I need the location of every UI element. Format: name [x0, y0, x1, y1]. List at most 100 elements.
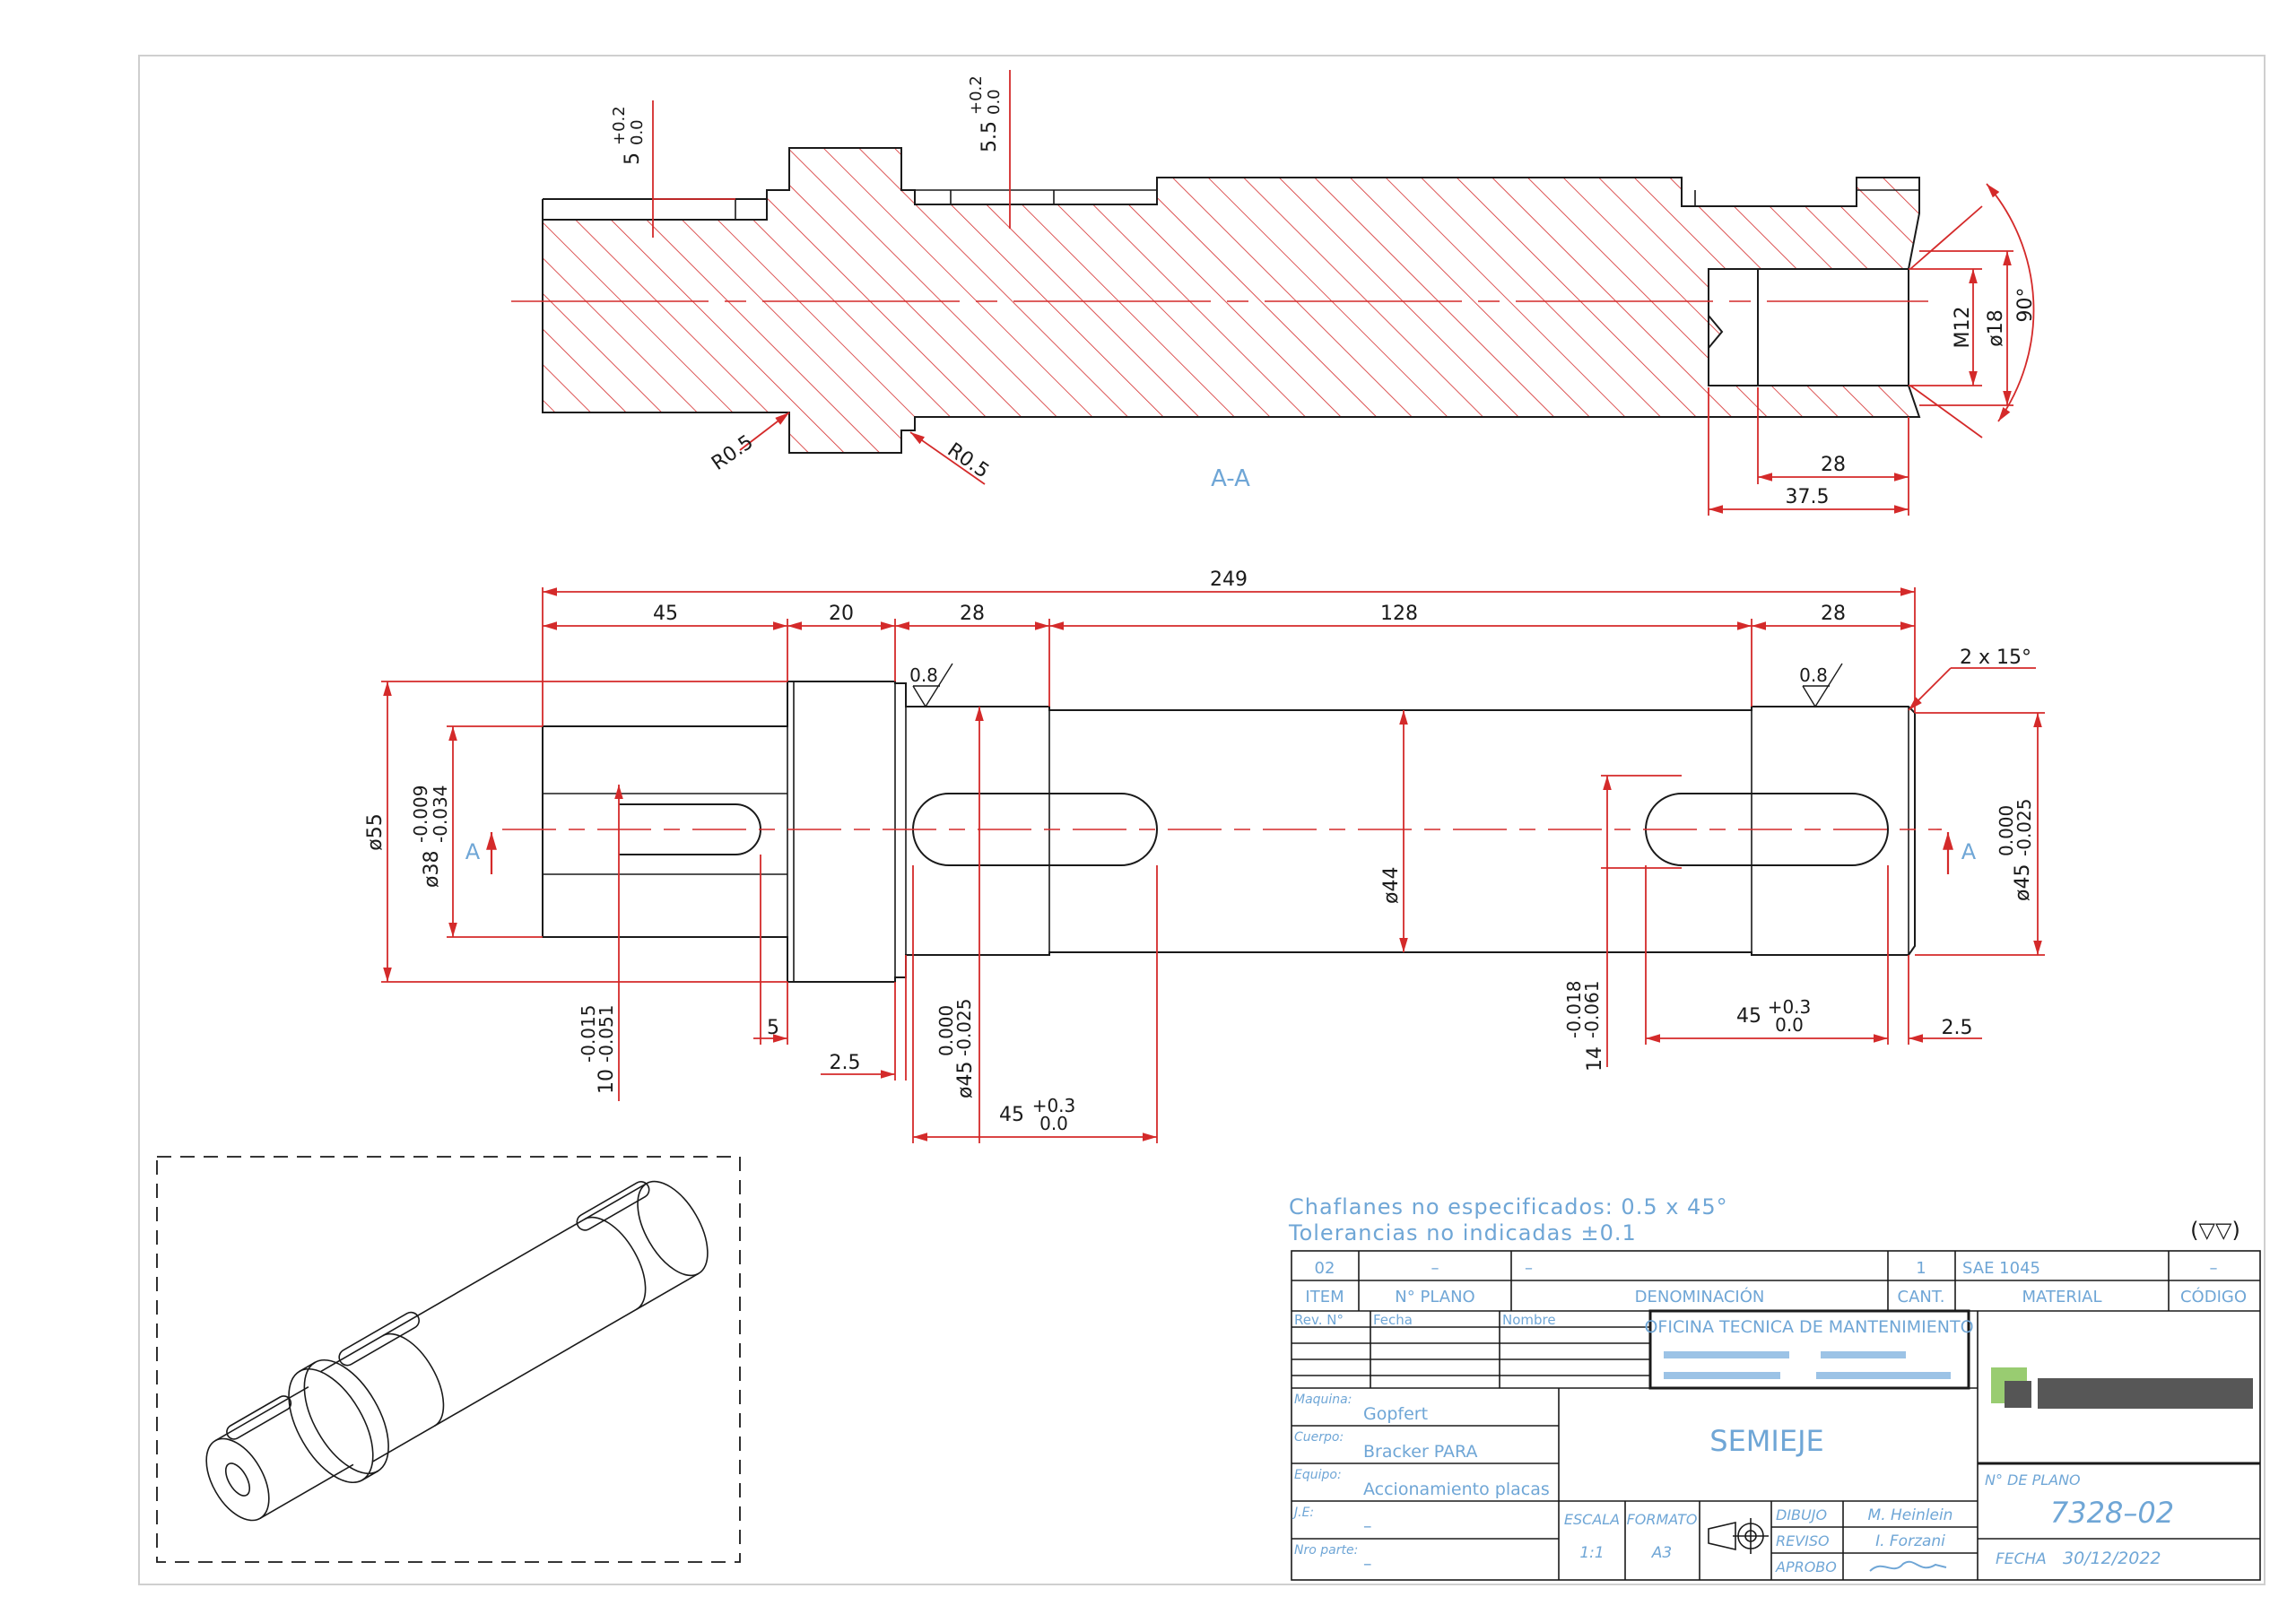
- note-chamfers: Chaflanes no especificados: 0.5 x 45°: [1289, 1194, 1728, 1219]
- tb-plano-value: –: [1431, 1259, 1439, 1278]
- svg-text:-0.061: -0.061: [1581, 981, 1603, 1038]
- dim-2-5-right: 2.5: [1942, 1017, 1973, 1039]
- dim-128: 128: [1380, 603, 1418, 625]
- svg-text:ø45: ø45: [954, 1062, 977, 1098]
- tb-reviso-label: REVISO: [1776, 1532, 1830, 1549]
- title-block: [1291, 1250, 2261, 1581]
- section-dim-37-5: 37.5: [1786, 486, 1830, 508]
- section-mark-right: A: [1961, 839, 1977, 864]
- slot-length-left-tol-up: +0.3: [1032, 1095, 1076, 1116]
- section-hatch: [542, 147, 1921, 454]
- section-thread-label: M12: [1952, 307, 1974, 349]
- dia-55: ø55: [364, 813, 387, 850]
- keyway-mid: [912, 793, 1158, 866]
- dia-45-left-tol-lo: -0.025: [953, 999, 975, 1056]
- tb-item-header: ITEM: [1305, 1288, 1344, 1306]
- tb-redacted-address: [1664, 1351, 1951, 1379]
- svg-text:+0.2: +0.2: [967, 75, 986, 115]
- surface-finish-symbol: (▽▽): [2190, 1218, 2240, 1243]
- svg-text:ø45: ø45: [2012, 864, 2034, 901]
- tb-plano-num-label: N° DE PLANO: [1985, 1471, 2081, 1488]
- dia-45-right-tol-up: 0.000: [1996, 805, 2017, 856]
- svg-text:-0.025: -0.025: [2013, 799, 2035, 856]
- section-radius-right: R0.5: [944, 438, 994, 482]
- tb-nombre-header: Nombre: [1502, 1312, 1556, 1328]
- tb-cuerpo-label: Cuerpo:: [1294, 1430, 1344, 1445]
- svg-text:5.5: 5.5: [978, 121, 1001, 152]
- dia-44: ø44: [1380, 867, 1403, 904]
- tb-codigo-value: –: [2210, 1259, 2218, 1278]
- tb-dibujo-label: DIBUJO: [1776, 1506, 1827, 1523]
- dim-45: 45: [653, 603, 678, 625]
- tb-cuerpo-value: Bracker PARA: [1363, 1442, 1477, 1462]
- front-view: 249 45 20 28 128 28 2 x 15° 0.8 0.8 ø55 …: [364, 568, 2045, 1143]
- tb-denom-value: –: [1525, 1259, 1533, 1278]
- tb-fecha-value: 30/12/2022: [2063, 1549, 2161, 1568]
- slot-length-right-tol-up: +0.3: [1768, 996, 1812, 1018]
- tb-parte-value: –: [1363, 1554, 1372, 1574]
- tb-cant-value: 1: [1916, 1259, 1926, 1278]
- tb-fecha-header: Fecha: [1373, 1312, 1413, 1328]
- roughness-right: 0.8: [1799, 664, 1828, 686]
- key-width-14-tol-up: -0.018: [1563, 981, 1585, 1038]
- tb-aprobo-label: APROBO: [1775, 1558, 1837, 1575]
- tb-denom-header: DENOMINACIÓN: [1635, 1287, 1765, 1306]
- tb-maquina-value: Gopfert: [1363, 1404, 1428, 1424]
- section-dim-5-5-tol-up: +0.2: [967, 75, 986, 115]
- tb-item-value: 02: [1315, 1259, 1335, 1278]
- section-mark-left: A: [465, 839, 481, 864]
- dia-38: ø38: [421, 851, 443, 888]
- isometric-view: [156, 1156, 741, 1563]
- chamfer-label: 2 x 15°: [1960, 647, 2031, 669]
- svg-text:10: 10: [596, 1069, 618, 1094]
- tb-plano-number: 7328–02: [2050, 1496, 2174, 1530]
- svg-text:-0.018: -0.018: [1563, 981, 1585, 1038]
- section-label: A-A: [1211, 465, 1250, 492]
- title-block-text: 02 – – 1 SAE 1045 – ITEM N° PLANO DENOMI…: [1292, 1259, 2253, 1575]
- dim-28-right: 28: [1821, 603, 1846, 625]
- note-tolerances: Tolerancias no indicadas ±0.1: [1288, 1220, 1637, 1245]
- tb-rev-header: Rev. N°: [1294, 1312, 1344, 1328]
- section-angle: 90°: [2014, 288, 2037, 323]
- tb-dibujo-value: M. Heinlein: [1868, 1506, 1953, 1524]
- tb-material-header: MATERIAL: [2022, 1288, 2102, 1306]
- dia-45-right-tol-lo: -0.025: [2013, 799, 2035, 856]
- tb-escala-value: 1:1: [1579, 1544, 1604, 1562]
- svg-text:-0.051: -0.051: [596, 1005, 617, 1063]
- shaft-outline: [542, 681, 1916, 983]
- tb-cant-header: CANT.: [1898, 1288, 1945, 1306]
- svg-text:90°: 90°: [2014, 288, 2037, 323]
- svg-text:+0.2: +0.2: [610, 106, 629, 145]
- dim-20: 20: [829, 603, 854, 625]
- section-bore-dia: ø18: [1985, 309, 2007, 346]
- section-dim-5-tol-lo: 0.0: [628, 119, 647, 145]
- svg-text:5: 5: [622, 152, 644, 165]
- tb-material-value: SAE 1045: [1962, 1259, 2040, 1278]
- svg-text:0.000: 0.000: [935, 1005, 957, 1056]
- roughness-left: 0.8: [909, 664, 938, 686]
- svg-text:0.0: 0.0: [628, 119, 647, 145]
- dim-2-5-left: 2.5: [830, 1052, 861, 1074]
- svg-text:-0.034: -0.034: [430, 785, 451, 843]
- section-dim-5: 5: [622, 152, 644, 165]
- section-step: [543, 198, 768, 220]
- section-radius-left: R0.5: [708, 431, 758, 475]
- tb-formato-label: FORMATO: [1627, 1511, 1698, 1528]
- tb-aprobo-signature: [1869, 1560, 1947, 1572]
- tb-maquina-label: Maquina:: [1294, 1393, 1352, 1407]
- tb-fecha-label: FECHA: [1996, 1550, 2047, 1568]
- drawing-title: SEMIEJE: [1709, 1424, 1823, 1458]
- svg-text:M12: M12: [1952, 307, 1974, 349]
- section-slot-right: [1694, 189, 1919, 206]
- dia-38-tol-lo: -0.034: [430, 785, 451, 843]
- tb-je-value: –: [1363, 1516, 1372, 1536]
- section-slot-mid: [915, 189, 1157, 204]
- section-dim-5-5: 5.5: [978, 121, 1001, 152]
- svg-text:-0.009: -0.009: [410, 785, 431, 843]
- svg-text:ø44: ø44: [1380, 867, 1403, 904]
- svg-text:ø38: ø38: [421, 851, 443, 888]
- svg-text:-0.015: -0.015: [578, 1005, 599, 1063]
- tb-plano-header: N° PLANO: [1395, 1288, 1474, 1306]
- key-width-10-tol-lo: -0.051: [596, 1005, 617, 1063]
- section-dim-5-5-tol-lo: 0.0: [985, 89, 1004, 115]
